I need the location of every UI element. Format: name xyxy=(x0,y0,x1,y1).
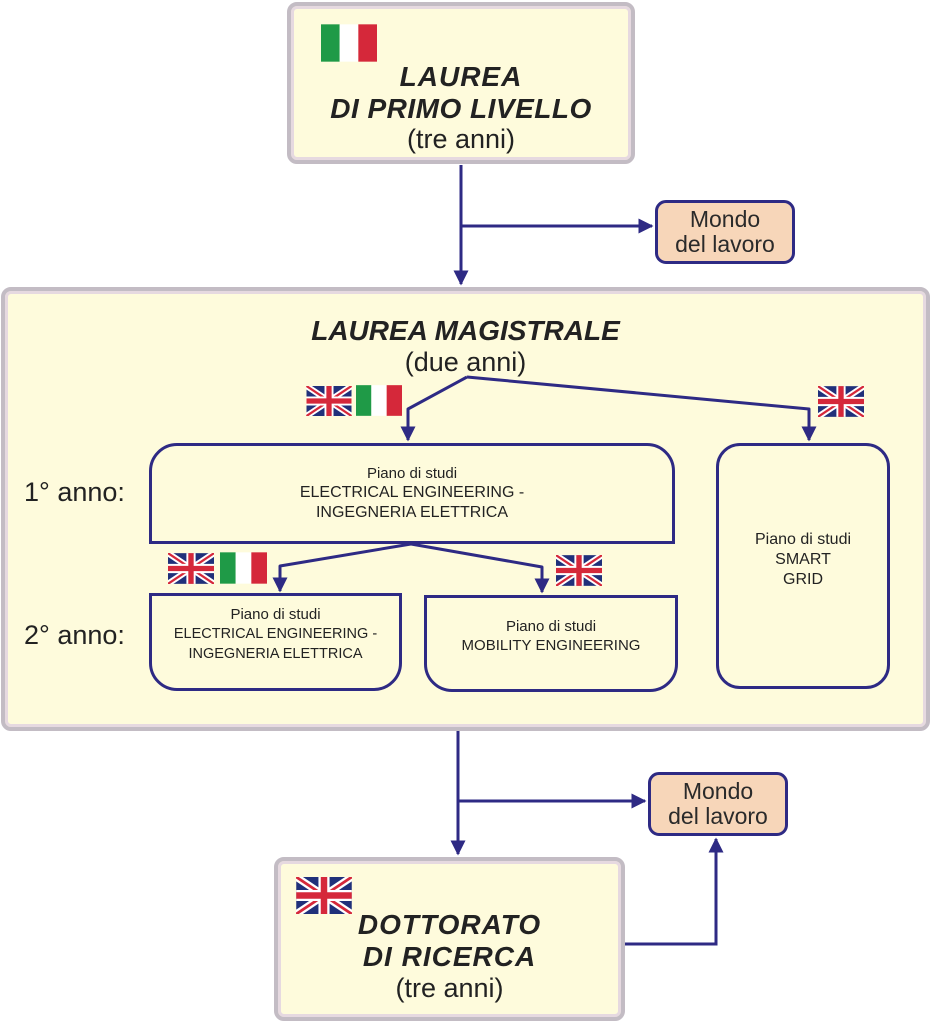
bachelor-title-line2: DI PRIMO LIVELLO xyxy=(330,93,592,124)
job-market-2-line1: Mondo xyxy=(682,778,754,804)
job-market-1-line1: Mondo xyxy=(689,206,761,232)
plan-smart-grid-line3: GRID xyxy=(783,571,823,588)
plan-year1-electrical-line1: Piano di studi xyxy=(366,464,458,482)
uk-flag-icon xyxy=(168,553,214,584)
phd-box: DOTTORATO DI RICERCA (tre anni) xyxy=(274,857,625,1021)
bachelor-title-line1: LAUREA xyxy=(399,61,523,92)
phd-duration: (tre anni) xyxy=(395,973,504,1003)
job-market-box-1: Mondo del lavoro xyxy=(655,200,795,264)
bachelor-degree-box: LAUREA DI PRIMO LIVELLO (tre anni) xyxy=(287,2,635,164)
phd-title-line1: DOTTORATO xyxy=(357,909,542,940)
plan-year1-electrical-line2: ELECTRICAL ENGINEERING - xyxy=(299,483,525,501)
plan-smart-grid-line1: Piano di studi xyxy=(754,531,852,548)
plan-year2-electrical-line1: Piano di studi xyxy=(230,606,321,623)
plan-year2-electrical-line2: ELECTRICAL ENGINEERING - xyxy=(173,626,378,642)
bachelor-duration: (tre anni) xyxy=(406,124,516,154)
plan-mobility-line1: Piano di studi xyxy=(505,617,597,635)
master-degree-box: LAUREA MAGISTRALE (due anni) xyxy=(1,287,930,731)
plan-smart-grid: Piano di studi SMART GRID xyxy=(716,443,890,689)
plan-year1-electrical: Piano di studi ELECTRICAL ENGINEERING - … xyxy=(149,443,675,544)
master-title: LAUREA MAGISTRALE xyxy=(311,315,620,346)
plan-mobility-line2: MOBILITY ENGINEERING xyxy=(461,636,641,654)
plan-smart-grid-line2: SMART xyxy=(775,551,831,568)
master-duration: (due anni) xyxy=(404,347,527,377)
plan-year2-electrical-line3: INGEGNERIA ELETTRICA xyxy=(188,646,363,662)
uk-flag-icon xyxy=(818,386,864,417)
phd-title-line2: DI RICERCA xyxy=(362,941,537,972)
year1-label: 1° anno: xyxy=(24,477,125,507)
plan-year2-electrical: Piano di studi ELECTRICAL ENGINEERING - … xyxy=(149,593,402,691)
plan-year1-electrical-line3: INGEGNERIA ELETTRICA xyxy=(315,503,509,521)
year2-label: 2° anno: xyxy=(24,620,125,650)
uk-flag-icon xyxy=(556,555,602,586)
job-market-box-2: Mondo del lavoro xyxy=(648,772,788,836)
italy-flag-icon xyxy=(220,552,267,584)
uk-flag-icon xyxy=(306,386,352,416)
arrow-phd-to-job-market xyxy=(625,837,724,946)
italy-flag-icon xyxy=(356,385,402,416)
plan-mobility: Piano di studi MOBILITY ENGINEERING xyxy=(424,595,678,692)
italy-flag-icon xyxy=(321,24,377,62)
job-market-2-line2: del lavoro xyxy=(668,803,768,829)
job-market-1-line2: del lavoro xyxy=(675,231,775,257)
